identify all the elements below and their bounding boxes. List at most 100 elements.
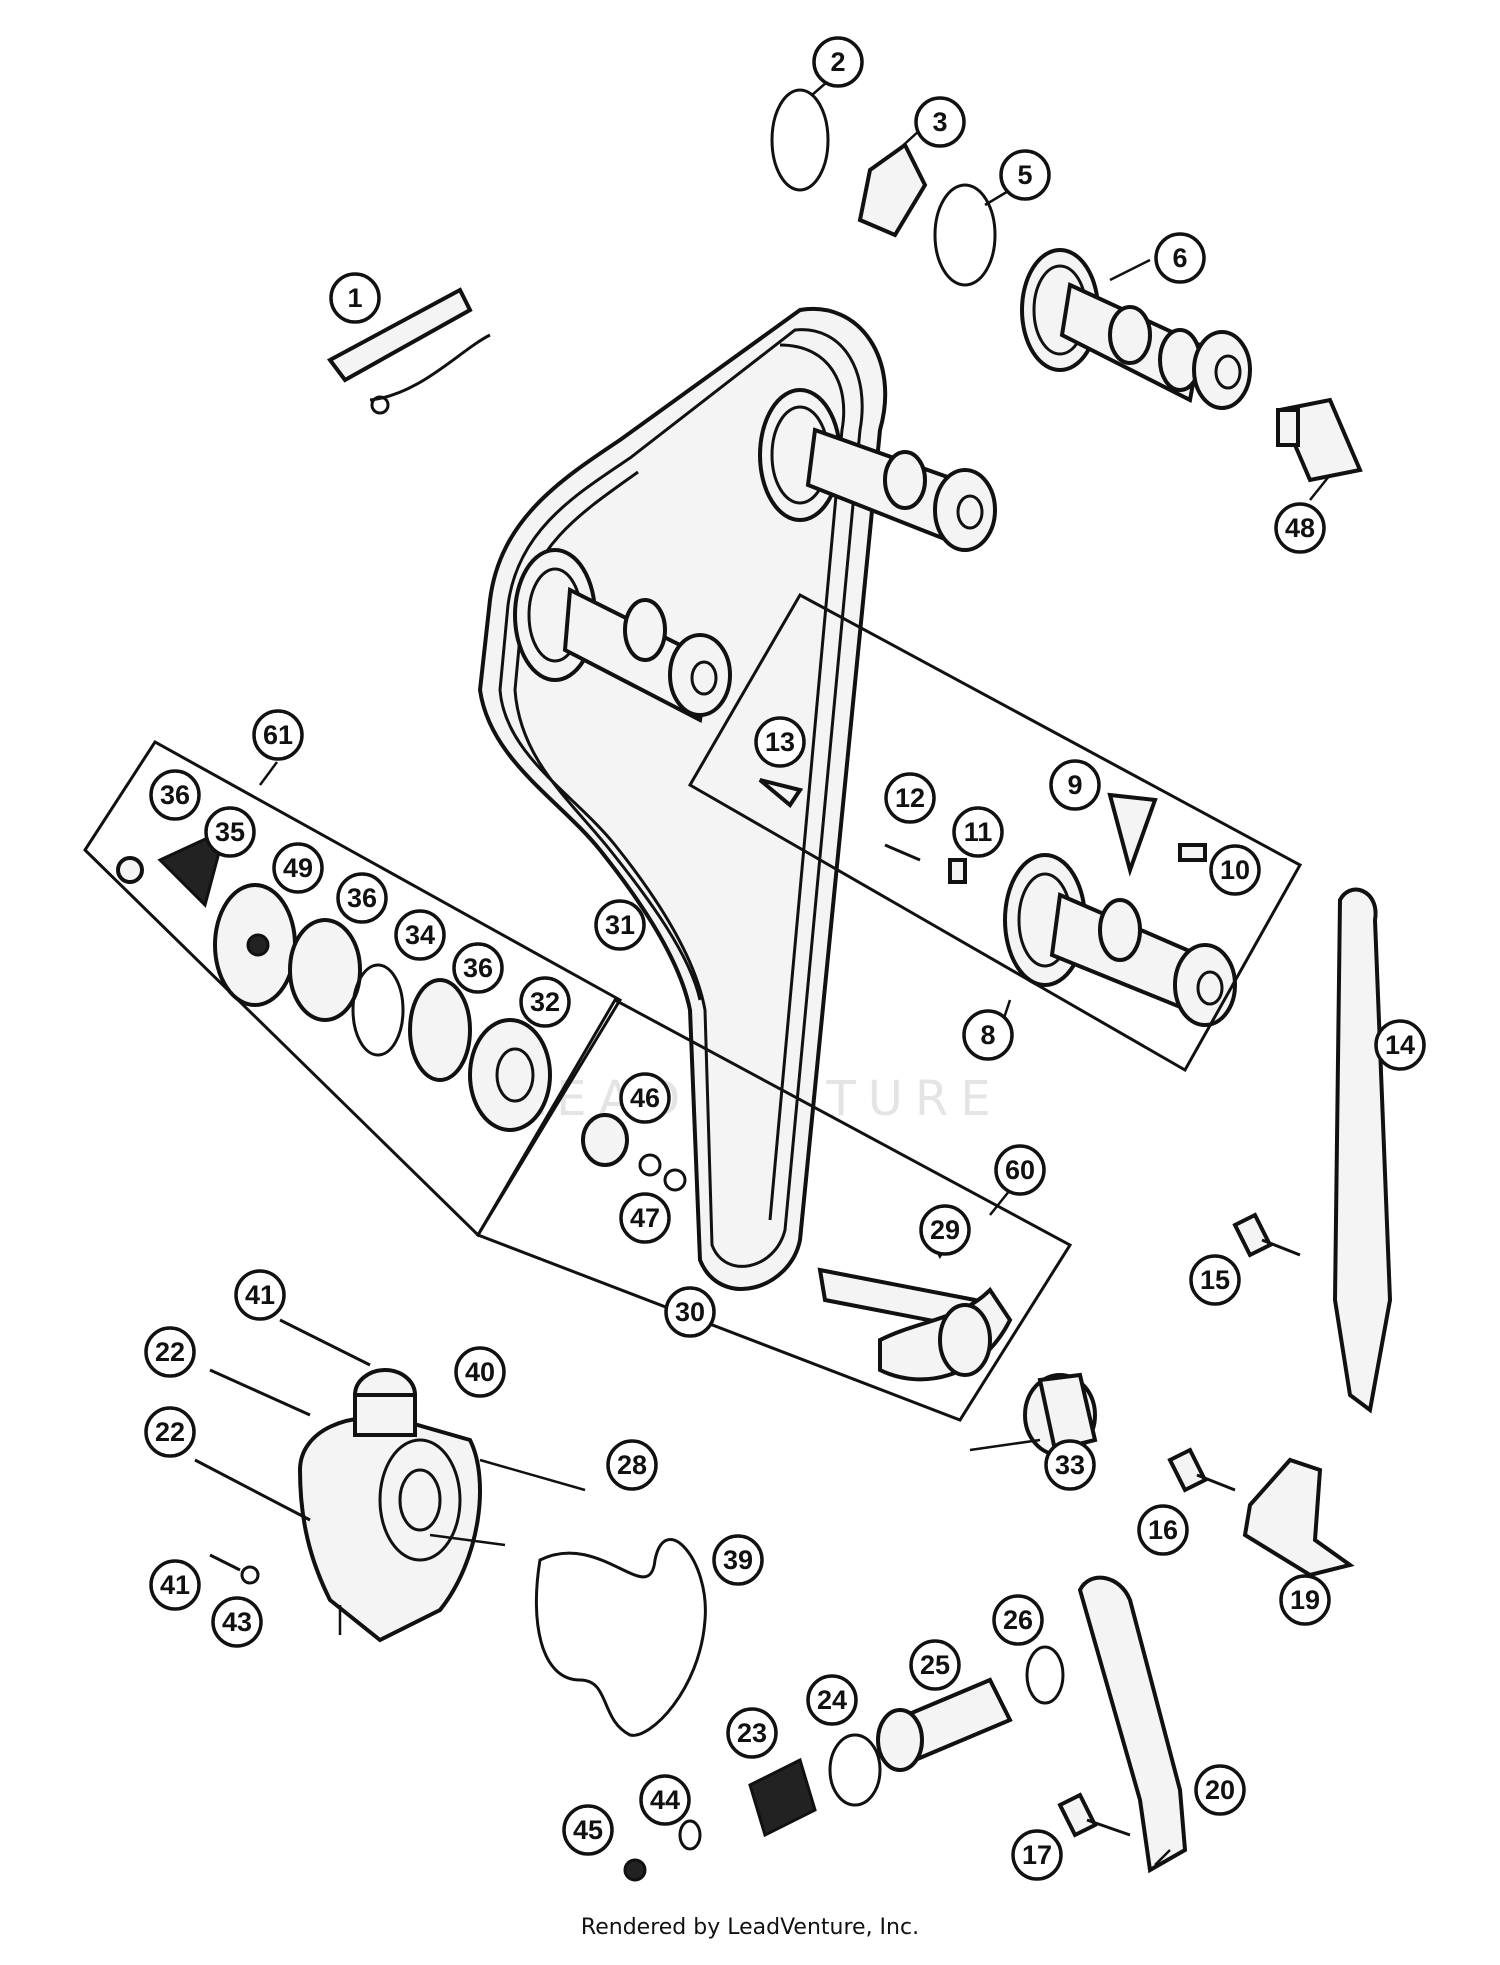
callout-circle	[712, 1534, 764, 1586]
callout-c48: 48	[1274, 502, 1326, 554]
callout-c10: 10	[1209, 844, 1261, 896]
callout-number: 25	[920, 1650, 950, 1680]
camshaft-sensor-48	[1276, 397, 1363, 483]
callout-circle	[806, 1674, 858, 1726]
callout-number: 45	[573, 1815, 603, 1845]
group-box-camshaft	[687, 592, 1303, 1073]
callout-c24: 24	[806, 1674, 858, 1726]
callout-c22b: 22	[144, 1406, 196, 1458]
callout-number: 35	[215, 817, 245, 847]
callout-circle	[1209, 844, 1261, 896]
callout-c34: 34	[394, 909, 446, 961]
callout-number: 36	[347, 883, 377, 913]
callout-number: 14	[1385, 1030, 1415, 1060]
tensioner-parts	[758, 778, 1207, 884]
callout-c17: 17	[1011, 1829, 1063, 1881]
callout-c14: 14	[1374, 1019, 1426, 1071]
callout-c41b: 41	[149, 1559, 201, 1611]
callout-circle	[884, 772, 936, 824]
callout-circle	[664, 1286, 716, 1338]
callout-circle	[1154, 232, 1206, 284]
callout-c25: 25	[909, 1639, 961, 1691]
callout-number: 46	[630, 1083, 660, 1113]
callout-circle	[992, 1594, 1044, 1646]
callout-circle	[994, 1144, 1046, 1196]
callout-circle	[619, 1192, 671, 1244]
callout-number: 24	[817, 1685, 847, 1715]
callout-number: 41	[160, 1570, 190, 1600]
o-ring-2	[770, 88, 830, 192]
callout-circle	[252, 709, 304, 761]
callout-number: 30	[675, 1297, 705, 1327]
callout-circle	[606, 1439, 658, 1491]
callout-number: 26	[1003, 1605, 1033, 1635]
callout-c31: 31	[594, 899, 646, 951]
callout-circle	[1279, 1574, 1331, 1626]
callout-c49: 49	[272, 842, 324, 894]
callout-number: 33	[1055, 1450, 1085, 1480]
bolt-17	[1057, 1792, 1131, 1838]
callout-number: 15	[1200, 1265, 1230, 1295]
callout-circle	[1044, 1439, 1096, 1491]
callout-c61: 61	[252, 709, 304, 761]
group-box-60	[475, 997, 1073, 1422]
o-ring-5	[933, 183, 997, 287]
plunger-parts	[623, 1645, 1065, 1882]
callout-circle	[1189, 1254, 1241, 1306]
callout-circle	[452, 942, 504, 994]
balancer-parts	[581, 1113, 1013, 1382]
callout-number: 36	[160, 780, 190, 810]
callout-c41a: 41	[234, 1269, 286, 1321]
callout-number: 48	[1285, 513, 1315, 543]
callout-number: 22	[155, 1417, 185, 1447]
callout-number: 17	[1022, 1840, 1052, 1870]
callout-circle	[1049, 759, 1101, 811]
callout-circle	[394, 909, 446, 961]
bolts-cover	[194, 1318, 586, 1585]
callout-number: 3	[932, 107, 947, 137]
callout-c29: 29	[919, 1204, 971, 1256]
callout-number: 23	[737, 1718, 767, 1748]
callout-number: 47	[630, 1203, 660, 1233]
callout-number: 10	[1220, 855, 1250, 885]
callout-circle	[639, 1774, 691, 1826]
callout-c30: 30	[664, 1286, 716, 1338]
callout-c36c: 36	[452, 942, 504, 994]
callout-c1: 1	[329, 272, 381, 324]
callout-circle	[754, 716, 806, 768]
callout-circle	[909, 1639, 961, 1691]
callout-c6: 6	[1154, 232, 1206, 284]
callout-circle	[726, 1707, 778, 1759]
callout-circle	[336, 872, 388, 924]
callout-c32: 32	[519, 976, 571, 1028]
callout-circle	[1194, 1764, 1246, 1816]
bolt-16	[1167, 1447, 1236, 1493]
callout-c15: 15	[1189, 1254, 1241, 1306]
callout-circle	[919, 1204, 971, 1256]
callout-number: 5	[1017, 160, 1032, 190]
callout-circle	[1011, 1829, 1063, 1881]
callout-number: 43	[222, 1607, 252, 1637]
callout-circle	[204, 806, 256, 858]
callout-circle	[144, 1326, 196, 1378]
footer-credit: Rendered by LeadVenture, Inc.	[580, 1915, 920, 1940]
callout-number: 19	[1290, 1585, 1320, 1615]
water-pump-cover-40	[297, 1368, 482, 1643]
callout-c46: 46	[619, 1072, 671, 1124]
callout-circle	[454, 1346, 506, 1398]
callout-circle	[234, 1269, 286, 1321]
callout-c23: 23	[726, 1707, 778, 1759]
callout-number: 44	[650, 1785, 680, 1815]
callout-number: 20	[1205, 1775, 1235, 1805]
camshaft-intake	[1020, 248, 1252, 410]
callout-circle	[149, 769, 201, 821]
callout-circle	[1137, 1504, 1189, 1556]
callout-number: 2	[830, 47, 845, 77]
callout-c22a: 22	[144, 1326, 196, 1378]
chain-rail-14	[1332, 887, 1393, 1414]
callout-c12: 12	[884, 772, 936, 824]
camshaft-exhaust	[758, 388, 997, 552]
callout-circle	[1374, 1019, 1426, 1071]
